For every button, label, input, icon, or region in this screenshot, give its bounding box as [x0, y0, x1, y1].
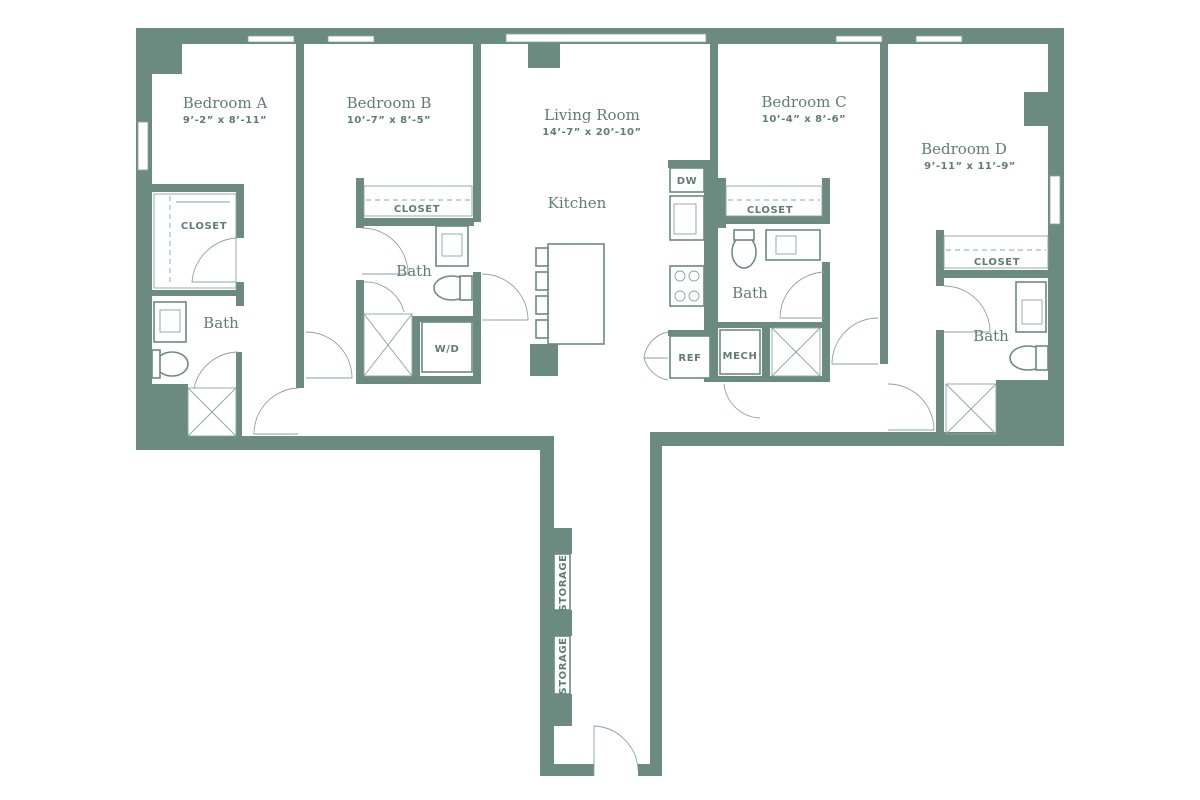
- bedroom-b-name: Bedroom B: [347, 94, 432, 112]
- fixtures: [151, 167, 1049, 776]
- bedroom-a-dims: 9’-2” x 8’-11”: [183, 115, 267, 126]
- bedroom-b-dims: 10’-7” x 8’-5”: [347, 115, 431, 126]
- closet-c-label: CLOSET: [747, 205, 793, 216]
- washer-dryer-label: W/D: [435, 344, 460, 355]
- kitchen-name: Kitchen: [548, 194, 607, 212]
- bath-d-label: Bath: [973, 327, 1009, 345]
- windows: [137, 33, 1061, 225]
- closet-b-label: CLOSET: [394, 204, 440, 215]
- room-labels: Bedroom A 9’-2” x 8’-11” Bedroom B 10’-7…: [183, 93, 1016, 345]
- living-room-name: Living Room: [544, 106, 640, 124]
- bath-b-label: Bath: [396, 262, 432, 280]
- refrigerator-label: REF: [678, 353, 701, 364]
- fixture-tags: CLOSET CLOSET CLOSET CLOSET DW W/D REF M…: [181, 176, 1020, 695]
- bedroom-d-name: Bedroom D: [921, 140, 1007, 158]
- bedroom-d-dims: 9’-11” x 11’-9”: [924, 161, 1016, 172]
- mechanical-label: MECH: [723, 351, 758, 362]
- interior-walls: [152, 44, 1048, 438]
- bedroom-c-name: Bedroom C: [761, 93, 846, 111]
- closet-a-label: CLOSET: [181, 221, 227, 232]
- bath-a-label: Bath: [203, 314, 239, 332]
- dishwasher-label: DW: [677, 176, 698, 187]
- storage-upper-label: STORAGE: [558, 554, 569, 611]
- bedroom-a-name: Bedroom A: [183, 94, 268, 112]
- storage-lower-label: STORAGE: [558, 637, 569, 694]
- closet-d-label: CLOSET: [974, 257, 1020, 268]
- living-room-dims: 14’-7” x 20’-10”: [542, 127, 641, 138]
- bedroom-c-dims: 10’-4” x 8’-6”: [762, 114, 846, 125]
- bath-c-label: Bath: [732, 284, 768, 302]
